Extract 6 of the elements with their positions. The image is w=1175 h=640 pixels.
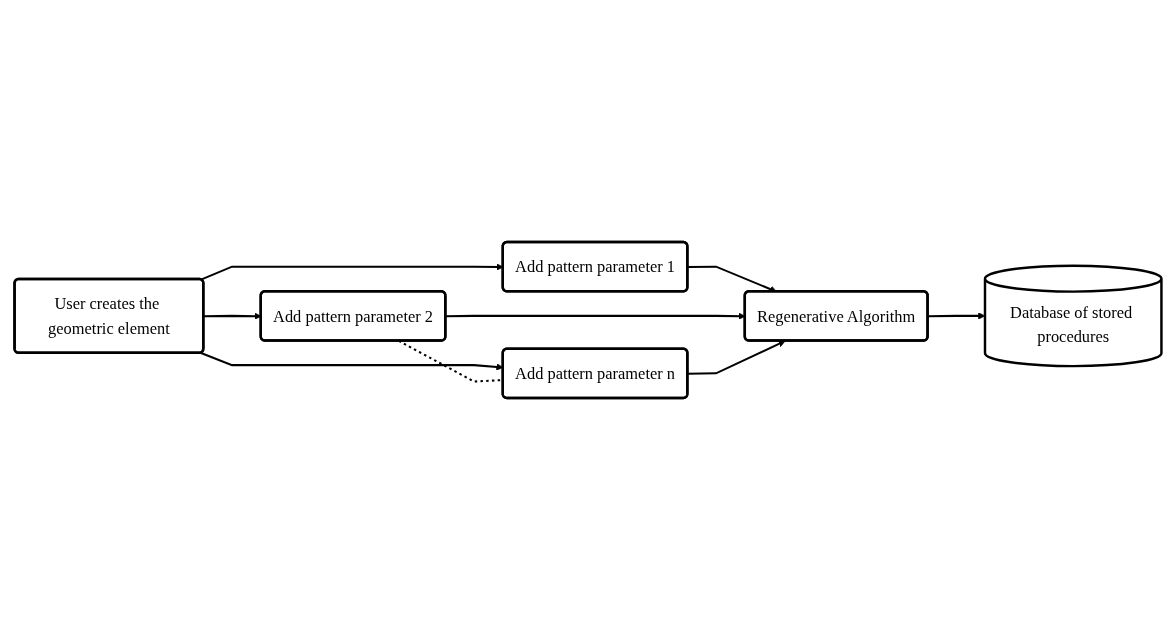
arrow bbox=[200, 263, 503, 281]
arrow bbox=[445, 312, 745, 320]
arrow bbox=[200, 352, 503, 371]
arrow bbox=[203, 312, 261, 320]
arrow bbox=[927, 312, 985, 320]
arrow bbox=[687, 340, 785, 375]
